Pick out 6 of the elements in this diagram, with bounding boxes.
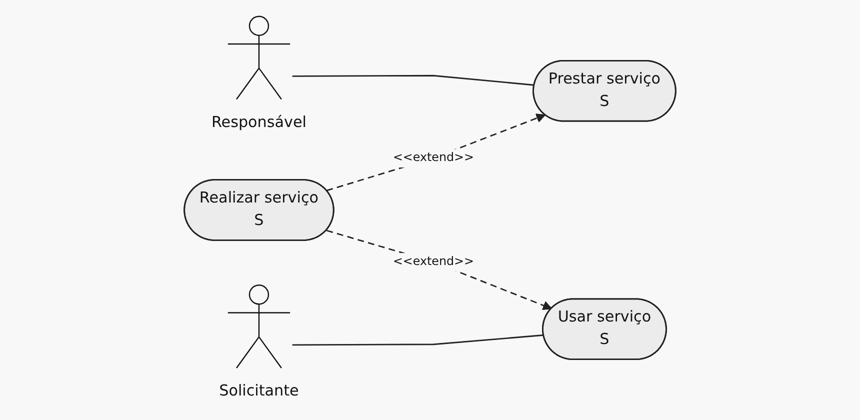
- connector: [292, 74, 535, 86]
- arrow: [326, 114, 546, 192]
- connector: [292, 334, 544, 346]
- arrow: [326, 230, 552, 310]
- edge-label: <<extend>>: [392, 150, 474, 164]
- edge-label: <<extend>>: [392, 254, 474, 268]
